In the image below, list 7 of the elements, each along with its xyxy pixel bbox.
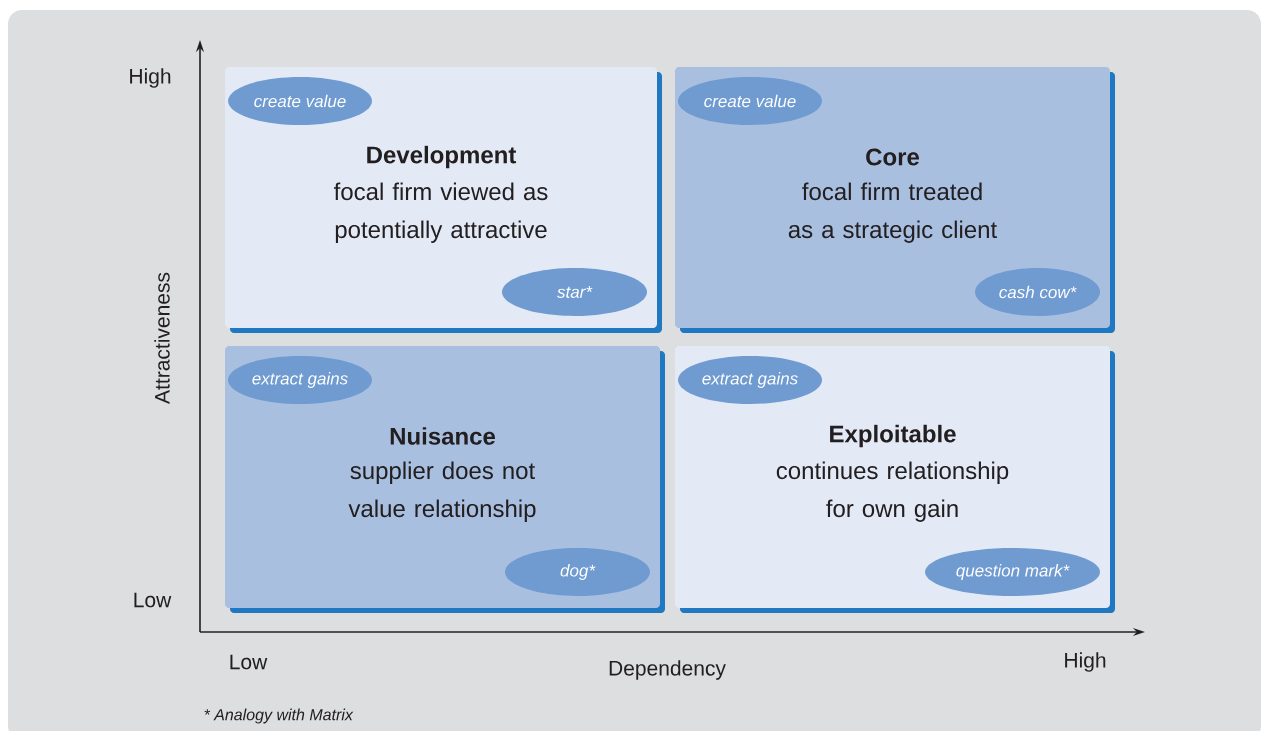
axis-label: Dependency xyxy=(609,660,726,680)
axis-label: Attractiveness xyxy=(154,272,170,404)
axis-label: High xyxy=(1065,652,1106,672)
axis-label: Low xyxy=(230,654,268,670)
axis-label: High xyxy=(130,68,171,88)
axis-label: Low xyxy=(134,592,172,608)
footnote: * Analogy with Matrix xyxy=(204,708,354,724)
